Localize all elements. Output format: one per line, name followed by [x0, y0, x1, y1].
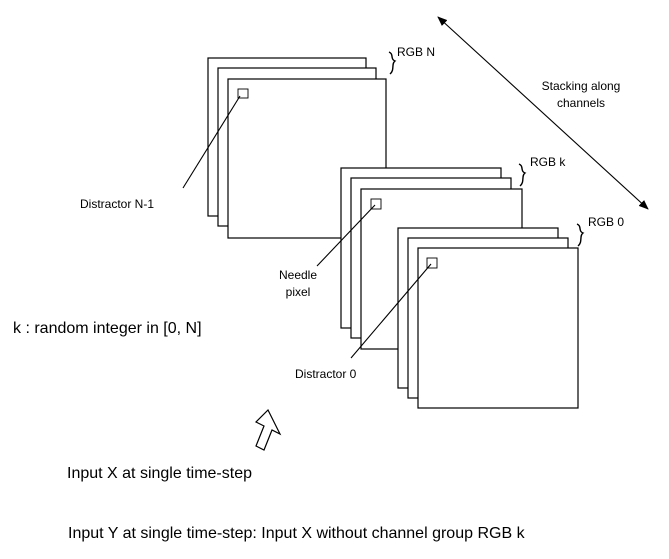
label-distractor-n1: Distractor N-1 [80, 197, 154, 211]
label-stacking-2: channels [557, 96, 605, 110]
distractor-n1-pixel [237, 88, 249, 99]
stack-rgb-0 [397, 227, 579, 409]
k-definition: k : random integer in [0, N] [13, 320, 202, 337]
label-rgb-k: RGB k [530, 155, 566, 169]
distractor-0-pixel [426, 257, 438, 269]
label-needle-2: pixel [286, 285, 311, 299]
brace-rgb-n [388, 51, 397, 75]
label-distractor-0: Distractor 0 [295, 367, 357, 381]
stack-rgb-n [207, 57, 387, 239]
label-rgb-0: RGB 0 [588, 215, 624, 229]
pointer-needle [316, 204, 376, 267]
label-rgb-n: RGB N [397, 45, 435, 59]
brace-rgb-0 [576, 223, 585, 247]
brace-rgb-k [518, 163, 527, 187]
input-y-caption: Input Y at single time-step: Input X wit… [68, 525, 526, 542]
input-x-caption: Input X at single time-step [67, 465, 252, 482]
label-needle-1: Needle [279, 268, 317, 282]
needle-pixel [370, 198, 382, 210]
pointer-distractor-0 [350, 263, 432, 359]
stacking-arrow [437, 16, 649, 210]
input-up-arrow-icon [254, 408, 282, 451]
label-stacking-1: Stacking along [542, 79, 621, 93]
pointer-distractor-n1 [182, 95, 241, 189]
